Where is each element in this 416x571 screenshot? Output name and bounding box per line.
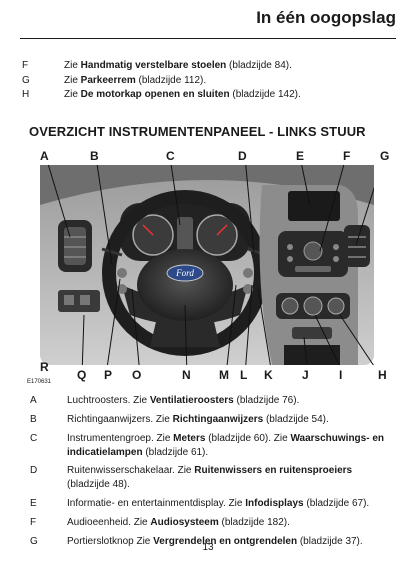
legend-text: Portierslotknop Zie Vergrendelen en ontg… [67,535,363,547]
ford-logo: Ford [175,268,194,278]
legend-item: E Informatie- en entertainmentdisplay. Z… [30,497,392,511]
callout-label: Q [77,368,87,382]
reference-link: Handmatig verstelbare stoelen [80,60,227,71]
legend-text: Ruitenwisserschakelaar. Zie Ruitenwisser… [67,465,353,491]
callout-label: D [238,149,247,163]
legend-text: Richtingaanwijzers. Zie Richtingaanwijze… [67,413,329,425]
indicator-stalk [101,247,123,257]
right-wheel-buttons [243,268,253,278]
left-air-vent [58,220,92,272]
instrument-cluster [120,203,250,261]
airbag-hub [137,249,233,321]
legend-text: Luchtroosters. Zie Ventilatieroosters (b… [67,395,300,406]
item-letter: G [22,74,30,86]
figure-legend: A Luchtroosters. Zie Ventilatieroosters … [30,394,392,554]
legend-letter: F [30,516,37,528]
center-console [259,185,358,365]
callout-label: O [132,368,142,382]
section-title: OVERZICHT INSTRUMENTENPANEEL - LINKS STU… [29,124,366,139]
legend-item: F Audioeenheid. Zie Audiosysteem (bladzi… [30,516,392,530]
callout-label: R [40,360,49,374]
climate-controls [276,293,350,319]
legend-text: Audioeenheid. Zie Audiosysteem (bladzijd… [67,516,290,528]
legend-item: G Portierslotknop Zie Vergrendelen en on… [30,535,392,549]
header-divider [20,38,396,39]
item-text: Zie Handmatig verstelbare stoelen (bladz… [64,60,292,71]
callout-leader-lines [47,165,374,365]
callout-label: J [302,368,309,382]
legend-letter: D [30,465,38,477]
figure-id: E170631 [27,379,52,385]
reference-link: Ventilatieroosters [149,395,234,406]
callout-label: L [240,368,248,382]
item-letter: H [22,89,30,100]
callout-label: C [166,149,175,163]
item-text: Zie Parkeerrem (bladzijde 112). [64,74,207,86]
steering-wheel: Ford [102,190,268,356]
reference-link: Parkeerrem [80,74,136,86]
reference-link: Audiosysteem [150,516,219,528]
callout-label: F [343,149,351,163]
callout-label: A [40,149,49,163]
reference-link: De motorkap openen en sluiten [80,89,230,100]
legend-text: Instrumentengroep. Zie Meters (bladzijde… [67,432,385,458]
callout-label: E [296,149,305,163]
callout-label: B [90,149,99,163]
info-display [288,191,340,221]
list-item: H Zie De motorkap openen en sluiten (bla… [22,88,396,103]
reference-link: Waarschuwings- en indicatielampen [67,432,385,458]
legend-item: D Ruitenwisserschakelaar. Zie Ruitenwiss… [30,464,392,492]
legend-letter: B [30,413,37,425]
legend-item: A Luchtroosters. Zie Ventilatieroosters … [30,394,392,408]
item-letter: F [22,60,29,71]
callout-label: I [339,368,343,382]
callout-label: P [104,368,113,382]
callout-label: M [219,368,229,382]
continued-reference-list: F Zie Handmatig verstelbare stoelen (bla… [22,59,396,103]
page-header-title: In één oogopslag [256,8,396,27]
legend-letter: E [30,498,37,510]
reference-link: Vergrendelen en ontgrendelen [153,535,298,547]
reference-link: Ruitenwissers en ruitensproeiers [194,465,353,477]
reference-link: Infodisplays [245,498,304,510]
list-item: F Zie Handmatig verstelbare stoelen (bla… [22,59,396,74]
reference-link: Richtingaanwijzers [172,413,264,425]
legend-letter: C [30,432,38,444]
callout-label: N [182,368,191,382]
callout-label: G [380,149,390,163]
legend-letter: A [30,395,37,406]
legend-text: Informatie- en entertainmentdisplay. Zie… [67,498,370,510]
right-air-vent [344,225,370,267]
callout-label: H [378,368,387,382]
callout-labels-bottom: R Q P O N M L K J I H [0,360,416,384]
callout-label: K [264,368,273,382]
callout-labels-top: A B C D E F G [0,149,416,165]
legend-item: B Richtingaanwijzers. Zie Richtingaanwij… [30,413,392,427]
item-text: Zie De motorkap openen en sluiten (bladz… [64,89,301,100]
legend-item: C Instrumentengroep. Zie Meters (bladzij… [30,432,392,460]
reference-link: Meters [173,432,206,444]
list-item: G Zie Parkeerrem (bladzijde 112). [22,74,396,89]
left-wheel-buttons [117,268,127,278]
page-number: 13 [202,542,214,553]
legend-letter: G [30,535,38,547]
dashboard-illustration: Ford [40,165,374,365]
